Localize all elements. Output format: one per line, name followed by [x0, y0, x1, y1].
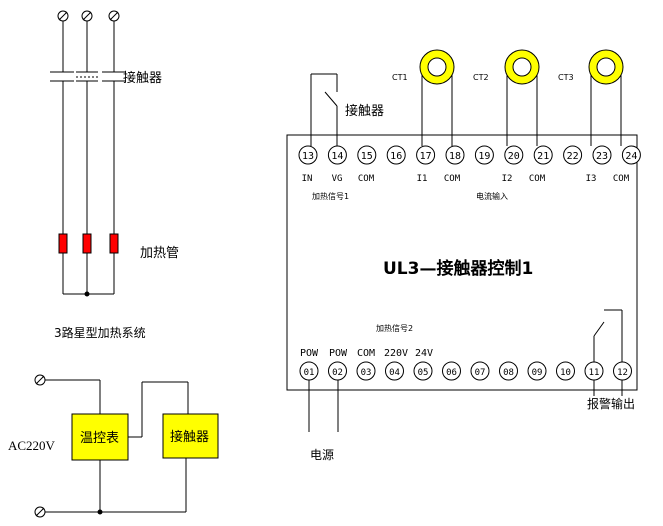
module-contactor-label: 接触器	[345, 103, 384, 119]
top-signal-label: COM	[613, 174, 630, 184]
terminal-number: 15	[361, 151, 373, 162]
terminal-circle-icon	[298, 145, 318, 165]
terminal-circle-icon	[416, 145, 436, 165]
terminal-circle-icon	[356, 361, 376, 381]
terminal-number: 13	[302, 151, 314, 162]
terminal-circle-icon	[445, 145, 465, 165]
terminal-circle-icon	[621, 145, 641, 165]
bottom-signal-label: 24V	[415, 348, 433, 359]
terminal-number: 16	[390, 151, 402, 162]
junction-node	[97, 509, 103, 515]
contactor-box-label: 接触器	[170, 429, 209, 445]
terminal-number: 22	[567, 151, 579, 162]
terminal-number: 18	[449, 151, 461, 162]
top-signal-label: VG	[332, 174, 343, 184]
top-signal-label: I2	[502, 174, 513, 184]
terminal-number: 19	[478, 151, 490, 162]
power-label: 电源	[310, 448, 334, 462]
star-point-node	[84, 291, 90, 297]
bottom-signal-label: 220V	[384, 348, 408, 359]
terminal-number: 17	[420, 151, 432, 162]
supply-label: AC220V	[8, 438, 56, 453]
terminal-number: 23	[596, 151, 608, 162]
ct-label: CT3	[558, 73, 574, 82]
terminal-circle-icon	[504, 145, 524, 165]
terminal-circle-icon	[470, 361, 490, 381]
terminal-number: 03	[361, 368, 372, 378]
contactor-contacts	[50, 71, 126, 82]
terminal-circle-icon	[413, 361, 433, 381]
terminal-circle-icon	[385, 361, 404, 381]
terminal-circle-icon	[533, 145, 553, 165]
terminal-circle-icon	[592, 145, 612, 165]
module-title: UL3—接触器控制1	[383, 258, 533, 279]
heater-element	[109, 233, 119, 254]
bottom-signal-label: POW	[300, 348, 319, 359]
bottom-terminal-row: 01 02 03 04 05 06 07 08 09 10 11 12	[299, 361, 632, 381]
terminal-circle-icon	[442, 361, 461, 381]
terminal-circle-icon	[556, 361, 575, 381]
bottom-signal-label: COM	[357, 348, 375, 359]
power-leads	[308, 380, 339, 432]
terminal-number: 08	[503, 368, 514, 378]
terminal-circle-icon	[386, 145, 406, 165]
three-phase-heating-system	[50, 10, 126, 297]
current-transformers	[419, 49, 624, 146]
terminal-number: 10	[560, 368, 571, 378]
bottom-signal-label: POW	[329, 348, 348, 359]
terminal-number: 04	[389, 368, 400, 378]
terminal-number: 14	[331, 151, 343, 162]
alarm-relay-contact	[593, 309, 623, 396]
heater-label: 加热管	[140, 246, 179, 261]
system-caption: 3路星型加热系统	[54, 325, 146, 340]
terminal-circle-icon	[499, 361, 518, 381]
terminal-number: 09	[532, 368, 543, 378]
thermostat-label: 温控表	[80, 431, 119, 446]
control-circuit	[34, 374, 219, 518]
terminal-number: 06	[446, 368, 457, 378]
terminal-number: 11	[589, 368, 600, 378]
terminal-number: 20	[508, 151, 520, 162]
module-contactor-contact	[310, 73, 338, 146]
terminal-number: 02	[332, 368, 343, 378]
terminal-number: 24	[625, 151, 637, 162]
top-signal-label: COM	[444, 174, 461, 184]
terminal-number: 05	[418, 368, 429, 378]
top-terminal-row: 13 14 15 16 17 18 19 20 21 22 23 24	[298, 145, 641, 165]
top-signal-label: I3	[586, 174, 597, 184]
top-signal-label: COM	[529, 174, 546, 184]
terminal-circle-icon	[527, 361, 547, 381]
ct-label: CT2	[473, 73, 489, 82]
terminal-circle-icon	[584, 361, 604, 381]
current-input-label: 电流输入	[476, 191, 508, 201]
ct-label: CT1	[392, 73, 408, 82]
terminal-circle-icon	[613, 361, 632, 381]
contactor-label: 接触器	[123, 70, 162, 86]
top-signal-label: IN	[302, 174, 313, 184]
contactor-coil-box	[162, 413, 219, 459]
terminal-circle-icon	[327, 145, 347, 165]
terminal-number: 01	[304, 368, 315, 378]
module-body	[286, 134, 638, 391]
terminal-circle-icon	[474, 145, 494, 165]
phase-terminals	[57, 10, 120, 22]
heater-element	[58, 233, 68, 254]
top-signal-label: I1	[417, 174, 428, 184]
terminal-number: 12	[617, 368, 628, 378]
terminal-circle-icon	[563, 145, 583, 165]
top-signal-label: COM	[358, 174, 375, 184]
terminal-number: 21	[537, 151, 549, 162]
heat-signal-2-label: 加热信号2	[376, 323, 413, 333]
alarm-output-label: 报警输出	[587, 396, 635, 411]
terminal-circle-icon	[357, 145, 377, 165]
terminal-number: 07	[475, 368, 486, 378]
heater-element	[82, 233, 92, 254]
heat-signal-1-label: 加热信号1	[312, 191, 349, 201]
